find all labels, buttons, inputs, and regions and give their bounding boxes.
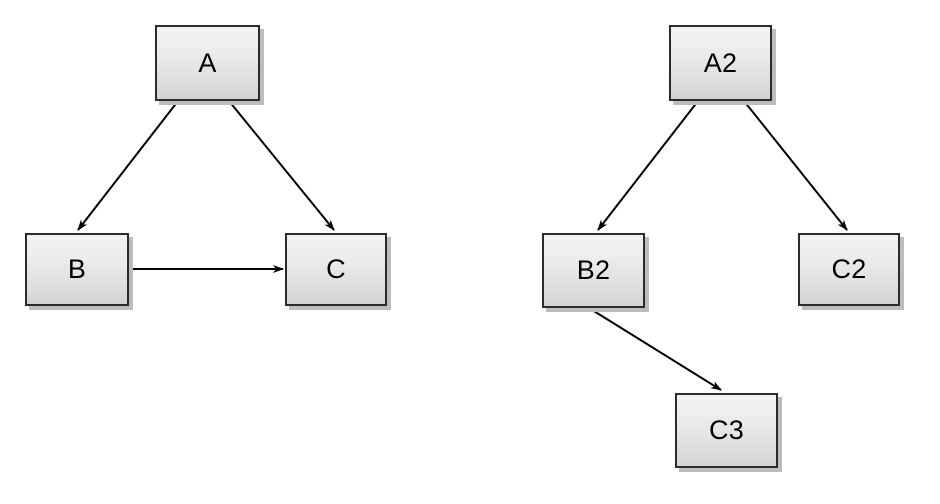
- node-label-c2: C2: [831, 254, 867, 284]
- node-b2[interactable]: B2: [542, 233, 645, 308]
- node-label-c: C: [326, 254, 346, 284]
- node-label-b: B: [67, 254, 87, 284]
- node-label-a: A: [198, 47, 217, 78]
- node-b[interactable]: B: [25, 233, 129, 306]
- edge-a-to-b[interactable]: [77, 100, 179, 231]
- edge-a-to-c[interactable]: [228, 100, 335, 231]
- node-a[interactable]: A: [155, 25, 260, 101]
- node-label-a2: A2: [703, 47, 738, 78]
- node-c[interactable]: C: [285, 233, 387, 306]
- node-a2[interactable]: A2: [669, 25, 772, 101]
- edge-a2-to-b2[interactable]: [597, 100, 699, 231]
- node-label-b2: B2: [576, 255, 611, 285]
- edge-a2-to-c2[interactable]: [743, 100, 848, 231]
- edge-b2-to-c3[interactable]: [588, 307, 722, 391]
- node-label-c3: C3: [709, 415, 744, 445]
- node-c2[interactable]: C2: [798, 233, 900, 306]
- node-c3[interactable]: C3: [675, 393, 778, 468]
